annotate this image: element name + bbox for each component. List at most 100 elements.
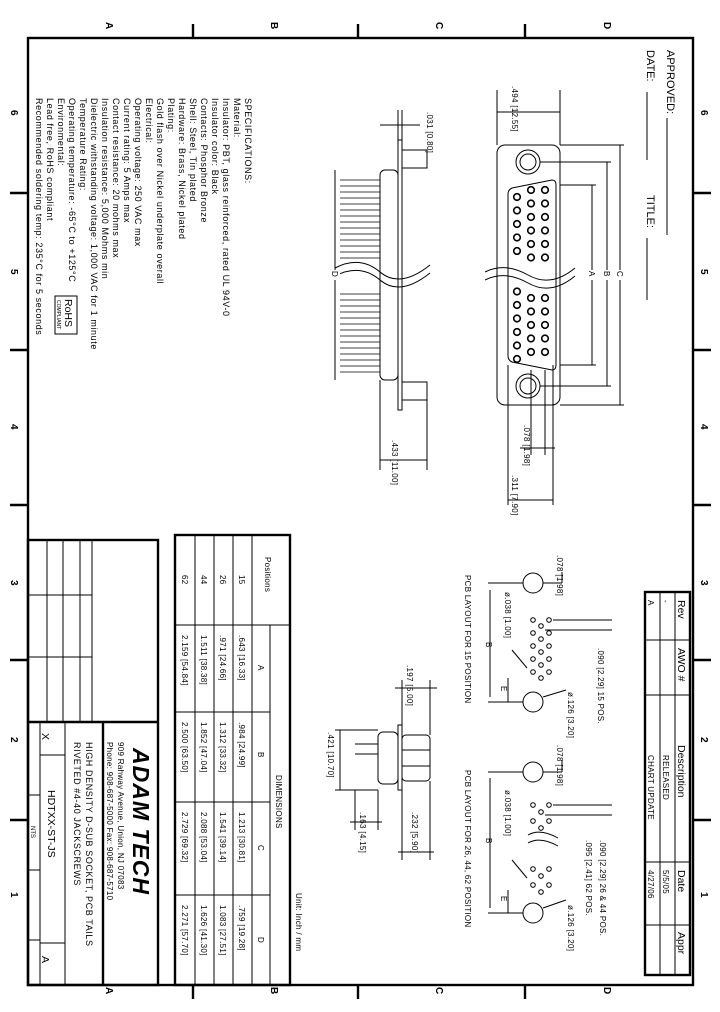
title-label: TITLE: bbox=[644, 195, 656, 228]
pin-hole bbox=[512, 327, 522, 337]
dim-cell: .971 [24.66] bbox=[218, 635, 227, 681]
spec-line: Dielectric withstanding voltage: 1,000 V… bbox=[89, 98, 99, 350]
dim-cell: 2.159 [54.84] bbox=[180, 635, 189, 686]
front-width-dim: .494 [12.55] bbox=[510, 86, 519, 132]
positions-cell: 44 bbox=[199, 575, 208, 585]
pin-hole bbox=[540, 320, 550, 330]
zone-number: 1 bbox=[8, 892, 19, 898]
spec-line: Operating voltage: 250 VAC max bbox=[133, 98, 143, 247]
dimensions-table: Unit: Inch / mm DIMENSIONS Positions ABC… bbox=[173, 533, 303, 987]
unit-label: Unit: Inch / mm bbox=[294, 893, 303, 951]
pin-hole bbox=[540, 293, 550, 303]
zone-ticks bbox=[10, 24, 711, 999]
company-phone: Phone: 908-687-5000 Fax: 908-687-5710 bbox=[105, 742, 114, 901]
pin-hole bbox=[538, 675, 544, 681]
positions-header: Positions bbox=[263, 557, 272, 592]
svg-text:RoHS: RoHS bbox=[62, 299, 74, 327]
dim-cell: 1.541 [39.14] bbox=[218, 812, 227, 863]
pin-hole bbox=[526, 212, 536, 222]
zone-number: 5 bbox=[8, 269, 19, 275]
flange-dim: .031 [0.80] bbox=[425, 112, 434, 153]
drawing-title-line2: RIVETED #4-40 JACKSCREWS bbox=[72, 742, 82, 886]
end-dim-232: .232 [5.90] bbox=[410, 812, 419, 853]
rev-cell: A bbox=[646, 600, 655, 606]
rev-cell: 4/27/06 bbox=[646, 870, 655, 899]
zone-letter: B bbox=[268, 987, 279, 994]
pin-hole bbox=[512, 246, 522, 256]
pin-hole bbox=[546, 802, 552, 808]
part-number: HDTXX-ST-JS bbox=[45, 790, 57, 858]
spec-line: Lead free, RoHS compliant bbox=[45, 98, 55, 221]
zone-letter: B bbox=[268, 22, 279, 29]
spec-line: Contacts: Phosphor Bronze bbox=[199, 98, 209, 223]
pcb15-mount-hole: ø.126 [3.20] bbox=[566, 692, 575, 738]
pin-hole bbox=[512, 354, 522, 364]
zone-number: 5 bbox=[698, 269, 709, 275]
spec-line: Insulation resistance: 5,000 Mohms min bbox=[100, 98, 110, 279]
pin-hole bbox=[546, 656, 552, 662]
dim-cell: 1.511 [38.38] bbox=[199, 635, 208, 685]
pin-hole bbox=[526, 320, 536, 330]
pin-hole bbox=[538, 809, 544, 815]
spec-line: Insulator: PBT, glass reinforced, rated … bbox=[221, 98, 231, 317]
pin-hole bbox=[538, 825, 544, 831]
pin-hole bbox=[546, 866, 552, 872]
rev-cell: - bbox=[661, 600, 670, 603]
rohs-badge: RoHS COMPLIANT bbox=[54, 295, 78, 335]
pin-hole bbox=[530, 656, 536, 662]
company-logo: ADAM TECH bbox=[128, 747, 154, 895]
spec-line: SPECIFICATIONS: bbox=[243, 98, 253, 184]
pin-hole bbox=[530, 617, 536, 623]
end-dim-197: .197 [5.00] bbox=[405, 665, 414, 706]
zone-number: 2 bbox=[698, 737, 709, 743]
pin-hole bbox=[546, 882, 552, 888]
pin-hole bbox=[526, 293, 536, 303]
scale-label: NTS bbox=[29, 826, 35, 838]
pcb15-row-spacing: .090 [2.29] 15 POS. bbox=[596, 648, 605, 724]
rev-cell: CHART UPDATE bbox=[646, 755, 655, 820]
dim-cell: 1.626 [41.30] bbox=[199, 905, 208, 956]
pcb15-pin-hole: ø.038 [1.00] bbox=[503, 592, 512, 638]
pin-hole bbox=[538, 889, 544, 895]
svg-text:COMPLIANT: COMPLIANT bbox=[55, 300, 61, 329]
pin-hole bbox=[540, 347, 550, 357]
end-dim-421: .421 [10.70] bbox=[326, 732, 335, 778]
pin-hole bbox=[526, 226, 536, 235]
pin-hole bbox=[546, 617, 552, 623]
pin-hole bbox=[526, 334, 536, 343]
rev-letter: A bbox=[39, 956, 51, 963]
pcbm-b: B bbox=[484, 838, 493, 844]
pin-hole bbox=[540, 253, 550, 262]
rev-column-header: AWO # bbox=[675, 648, 687, 682]
zone-number: 1 bbox=[698, 892, 709, 898]
dim-label-b: B bbox=[602, 271, 611, 277]
dim-column-header: C bbox=[256, 845, 265, 851]
pin-hole bbox=[546, 669, 552, 675]
zone-letter: A bbox=[103, 22, 114, 29]
company-address: 909 Rahway Avenue, Union, NJ 07083 bbox=[116, 742, 125, 890]
dim-cell: .643 [16.33] bbox=[237, 635, 246, 681]
pcb15-pitch: .078 [1.98] bbox=[555, 555, 564, 596]
zone-number: 6 bbox=[8, 110, 19, 116]
spec-line: Electrical: bbox=[144, 98, 154, 144]
pin-hole bbox=[512, 233, 522, 242]
zone-number: 3 bbox=[698, 580, 709, 586]
dim-cell: 1.852 [47.04] bbox=[199, 722, 208, 773]
pin-hole bbox=[540, 334, 550, 343]
zone-number: 4 bbox=[8, 424, 19, 430]
pin-hole bbox=[538, 873, 544, 879]
end-dim-163: .163 [4.15] bbox=[358, 812, 367, 853]
rev-cell: RELEASED bbox=[661, 755, 670, 800]
spec-line: Insulator color: Black bbox=[210, 98, 220, 195]
pin-hole bbox=[530, 882, 536, 888]
depth-dim: .433 [11.00] bbox=[390, 440, 399, 485]
pin-hole bbox=[538, 649, 544, 655]
pin-hole bbox=[512, 314, 522, 323]
zone-letter: C bbox=[433, 987, 444, 994]
spec-line: Recommended soldering temp: 235°C for 5 … bbox=[34, 98, 44, 335]
pin-hole bbox=[540, 226, 550, 235]
dim-label-c: C bbox=[615, 271, 624, 277]
spec-line: Current rating: 5 Amps max bbox=[122, 98, 132, 223]
